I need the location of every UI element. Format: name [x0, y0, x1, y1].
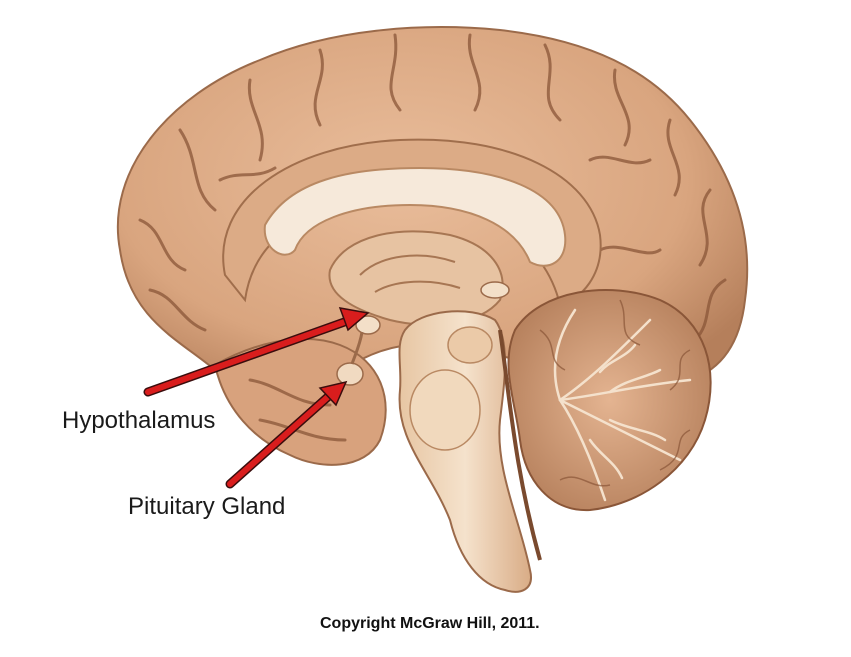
hypothalamus-label: Hypothalamus	[62, 407, 215, 435]
pituitary-gland-label: Pituitary Gland	[128, 493, 285, 521]
copyright-notice: Copyright McGraw Hill, 2011.	[320, 615, 540, 633]
cerebellum	[509, 290, 711, 510]
